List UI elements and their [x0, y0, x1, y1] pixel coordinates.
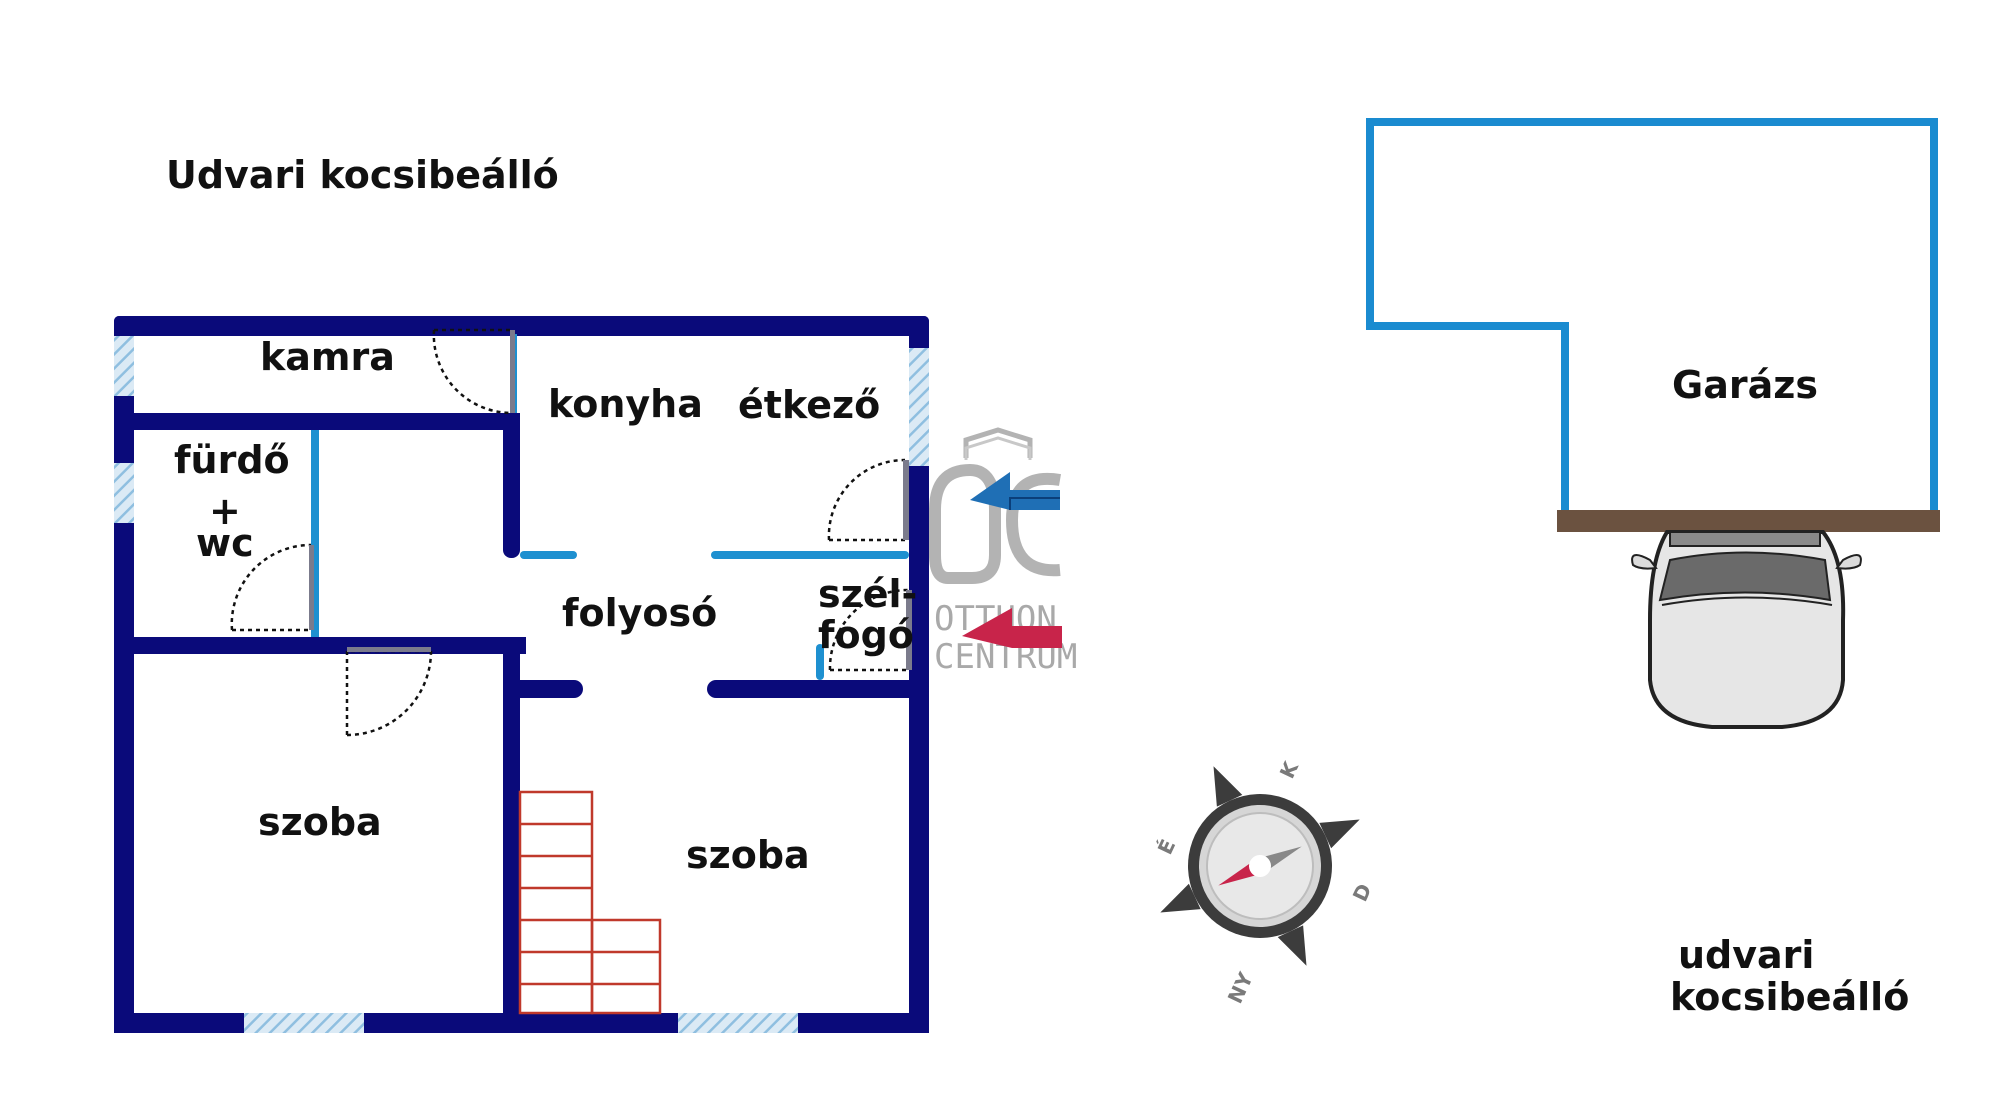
garage — [1366, 118, 1940, 532]
compass-label-north: K — [1275, 757, 1304, 783]
label-folyoso: folyosó — [562, 591, 717, 635]
stairs — [518, 790, 662, 1015]
compass-label-east: D — [1348, 880, 1377, 905]
entry-arrow-red — [962, 608, 1062, 648]
label-konyha: konyha — [548, 382, 703, 426]
label-udvari-kocsibeallo: Udvari kocsibeálló — [166, 153, 559, 197]
label-etkezo: étkező — [738, 383, 880, 427]
compass-label-south: NY — [1223, 968, 1258, 1007]
label-plus: + — [209, 489, 241, 533]
label-szoba-right: szoba — [686, 833, 810, 877]
label-wc: wc — [196, 521, 254, 565]
label-szelfogo-1: szél- — [818, 572, 917, 616]
compass-icon — [1160, 766, 1360, 966]
label-furdo: fürdő — [174, 438, 290, 482]
label-kamra: kamra — [260, 335, 395, 379]
windows — [114, 336, 929, 1033]
label-kocsibeallo: kocsibeálló — [1670, 975, 1909, 1019]
label-garazs: Garázs — [1672, 363, 1818, 407]
label-szelfogo-2: fogó — [818, 613, 914, 657]
entry-arrow-blue — [970, 472, 1060, 510]
compass-label-west: É — [1153, 836, 1181, 859]
label-szoba-left: szoba — [258, 800, 382, 844]
door-leaves — [309, 330, 912, 670]
car-icon — [1631, 530, 1862, 729]
label-udvari: udvari — [1678, 933, 1814, 977]
